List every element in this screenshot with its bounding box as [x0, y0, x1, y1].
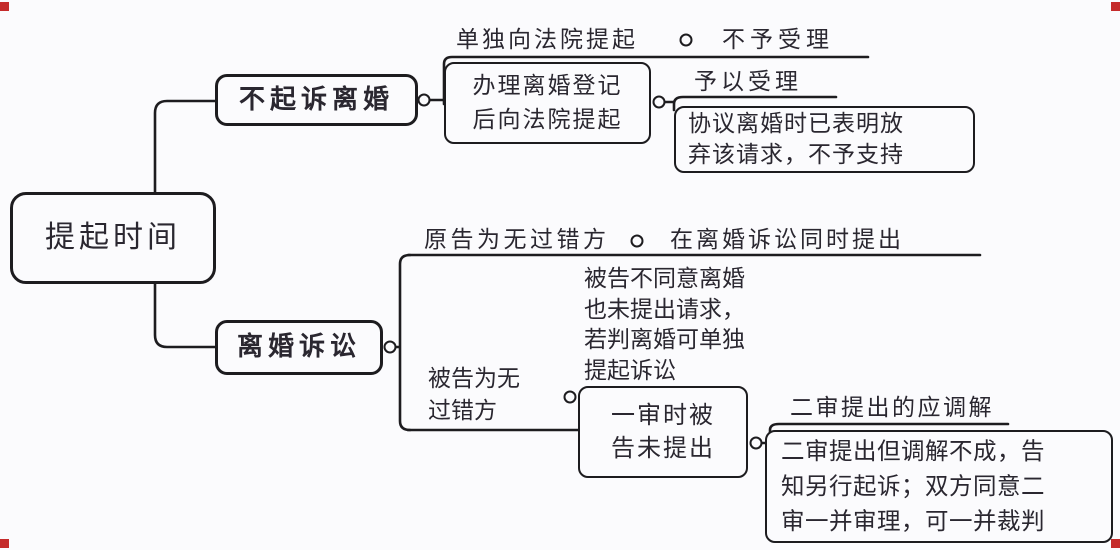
topic-no-lawsuit-divorce[interactable]: 不起诉离婚	[215, 74, 418, 126]
topic-label-line: 被告不同意离婚	[584, 266, 745, 292]
topic-label: 在离婚诉讼同时提出	[670, 227, 904, 253]
corner-mark	[1111, 539, 1120, 548]
topic-not-accepted[interactable]: 不予受理	[722, 26, 834, 55]
topic-mediation-fails[interactable]: 二审提出但调解不成，告 知另行起诉；双方同意二 审一并审理，可一并裁判	[765, 430, 1113, 543]
topic-not-raised-first-instance[interactable]: 一审时被 告未提出	[578, 386, 748, 478]
branch-connector-circle[interactable]	[630, 234, 644, 248]
topic-plaintiff-no-fault[interactable]: 原告为无过错方	[424, 226, 610, 255]
topic-label: 二审提出的应调解	[790, 395, 994, 421]
topic-label: 不起诉离婚	[238, 84, 394, 115]
topic-label: 离婚诉讼	[236, 332, 361, 363]
topic-label-line: 也未提出请求，	[584, 296, 745, 323]
topic-label-line: 被告为无	[428, 366, 520, 392]
branch-connector-circle[interactable]	[679, 33, 693, 47]
topic-register-then-file[interactable]: 办理离婚登记 后向法院提起	[444, 62, 651, 144]
connector-root-bottom	[153, 282, 217, 349]
branch-connector-circle[interactable]	[652, 95, 666, 109]
topic-accepted[interactable]: 予以受理	[694, 68, 802, 97]
topic-label-line: 弃该请求，不予支持	[688, 141, 904, 168]
topic-raise-with-lawsuit[interactable]: 在离婚诉讼同时提出	[670, 226, 904, 255]
topic-defendant-disagrees-note[interactable]: 被告不同意离婚 也未提出请求， 若判离婚可单独 提起诉讼	[584, 264, 745, 386]
topic-waived-not-supported[interactable]: 协议离婚时已表明放 弃该请求，不予支持	[674, 106, 975, 173]
root-topic-label: 提起时间	[45, 220, 181, 256]
branch-connector-circle[interactable]	[749, 436, 763, 450]
topic-label-line: 提起诉讼	[584, 357, 676, 384]
topic-label-line: 若判离婚可单独	[584, 327, 745, 353]
topic-label-line: 一审时被	[611, 401, 715, 429]
branch-connector-circle[interactable]	[417, 93, 431, 107]
topic-label: 不予受理	[722, 27, 834, 53]
topic-label: 予以受理	[694, 69, 802, 95]
topic-label-line: 二审提出但调解不成，告	[781, 437, 1045, 465]
topic-label-line: 告未提出	[611, 434, 715, 462]
connector-branch2-children	[394, 253, 412, 432]
branch-connector-circle[interactable]	[383, 340, 397, 354]
corner-mark	[0, 539, 9, 548]
topic-label-line: 审一并审理，可一并裁判	[781, 507, 1045, 535]
topic-file-alone[interactable]: 单独向法院提起	[456, 26, 638, 55]
topic-divorce-lawsuit[interactable]: 离婚诉讼	[215, 320, 383, 375]
corner-mark	[1111, 2, 1120, 11]
connector-register-children	[663, 95, 838, 112]
topic-label-line: 后向法院提起	[472, 107, 623, 133]
corner-mark	[0, 2, 9, 11]
root-topic[interactable]: 提起时间	[10, 192, 216, 284]
topic-second-instance-mediate[interactable]: 二审提出的应调解	[790, 394, 994, 423]
topic-label-line: 办理离婚登记	[472, 73, 623, 99]
topic-defendant-no-fault[interactable]: 被告为无 过错方	[428, 364, 520, 427]
topic-label-line: 知另行起诉；双方同意二	[781, 472, 1045, 500]
topic-label-line: 过错方	[428, 397, 497, 424]
topic-label: 原告为无过错方	[424, 227, 610, 253]
topic-label-line: 协议离婚时已表明放	[688, 110, 904, 137]
topic-label: 单独向法院提起	[456, 27, 638, 53]
branch-connector-circle[interactable]	[563, 390, 577, 404]
connector-root-top	[153, 99, 217, 196]
connector-branch1-children	[428, 55, 870, 106]
